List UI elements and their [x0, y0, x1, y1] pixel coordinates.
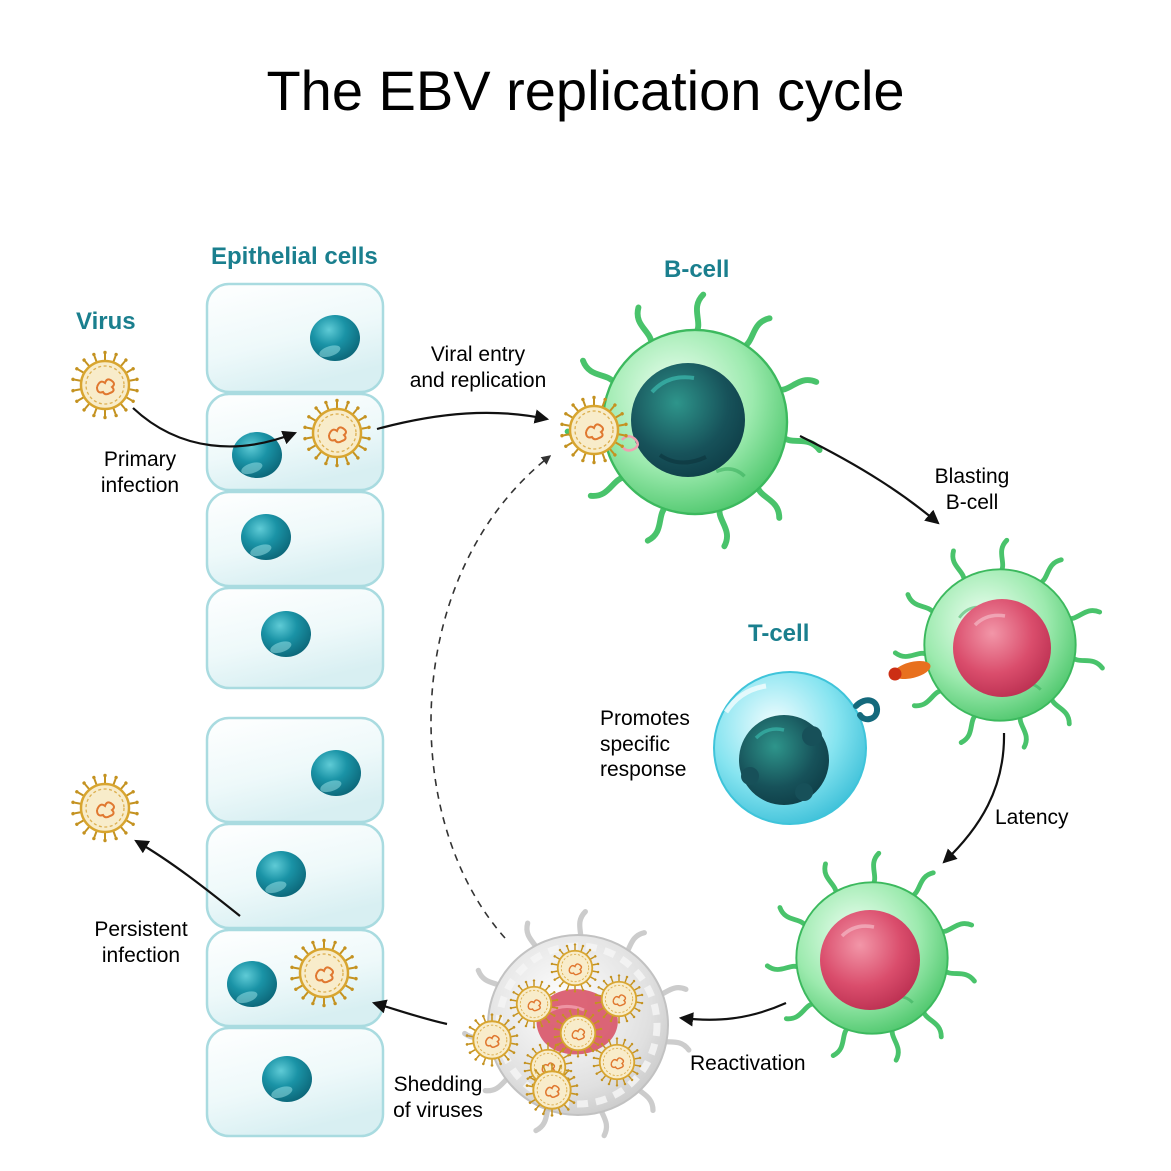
blasting-b-cell-label: Blasting B-cell: [934, 465, 1010, 514]
latency-cell-graphic: [767, 853, 975, 1060]
b-cell-label: B-cell: [664, 256, 730, 283]
arrow-primary-infection: [132, 407, 297, 448]
reactivation-label: Reactivation: [690, 1052, 806, 1075]
arrow-blasting: [799, 435, 940, 525]
virus-label: Virus: [76, 308, 136, 335]
t-cell-receptor: [853, 697, 880, 723]
virus-particle-icon: [71, 351, 139, 419]
shedding-label: Shedding of viruses: [393, 1073, 483, 1122]
persistent-infection-label: Persistent infection: [94, 918, 188, 967]
arrow-persistent-infection: [134, 839, 241, 917]
arrow-shedding: [371, 999, 448, 1026]
arrow-latency: [942, 732, 1006, 864]
virus-entry-squiggle: [620, 435, 639, 452]
promotes-response-label: Promotes specific response: [600, 707, 690, 782]
epithelial-cell: [205, 282, 385, 394]
virus-particle-icon: [71, 774, 139, 842]
arrow-reinfection-dashed: [430, 455, 552, 939]
arrow-reactivation: [678, 1001, 787, 1027]
epithelial-cell-column: [205, 282, 385, 1138]
epithelial-cells-label: Epithelial cells: [211, 243, 378, 270]
b-cell-receptor: [893, 660, 931, 680]
page-title: The EBV replication cycle: [266, 59, 905, 122]
b-cell-graphic: [568, 295, 821, 547]
latency-label: Latency: [995, 806, 1069, 829]
t-cell-label: T-cell: [748, 620, 810, 647]
viral-entry-label: Viral entry and replication: [409, 343, 547, 392]
epithelial-cell: [205, 716, 385, 824]
receptor-tip: [888, 667, 902, 681]
epithelial-cell: [205, 490, 385, 588]
t-cell-graphic: [713, 671, 880, 825]
primary-infection-label: Primary infection: [100, 448, 180, 497]
flow-arrows: [132, 407, 1006, 1027]
blasting-b-cell-graphic: [888, 540, 1104, 747]
arrow-viral-entry: [376, 409, 550, 431]
